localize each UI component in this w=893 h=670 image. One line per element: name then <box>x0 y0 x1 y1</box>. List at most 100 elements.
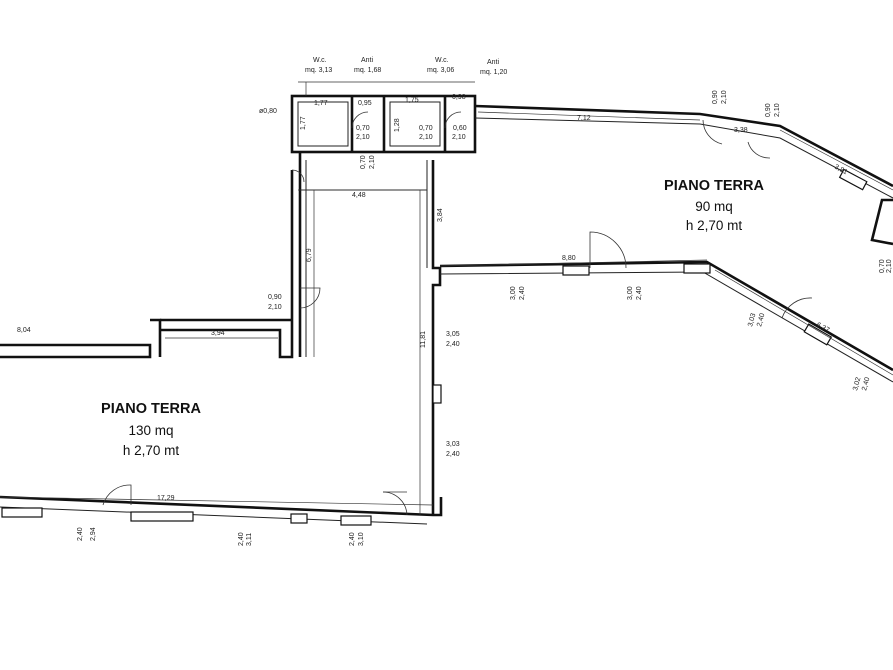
area-right-height: h 2,70 mt <box>686 218 743 233</box>
anti2-name: Anti <box>487 59 500 66</box>
dimension-texts: 1,77 0,95 1,75 0,98 ø0,80 1,77 0,70 2,10… <box>17 90 893 546</box>
dim-text: 2,40 <box>238 532 245 546</box>
wc2-inner <box>389 101 441 147</box>
wc1-area: mq. 3,13 <box>305 67 332 74</box>
dim-text: 2,10 <box>268 304 282 311</box>
dim-text: ø0,80 <box>259 108 277 115</box>
dim-text: 3,11 <box>246 533 253 546</box>
area-right-name: PIANO TERRA <box>664 178 764 194</box>
window <box>432 384 442 404</box>
door-arc <box>351 111 369 129</box>
dim-text: 3,05 <box>446 331 460 338</box>
dim-text: 3,94 <box>211 330 225 337</box>
dim-text: 2,10 <box>774 103 781 117</box>
dim-text: 2,10 <box>886 259 893 273</box>
dim-text: 0,70 <box>419 125 433 132</box>
dim-text: 2,10 <box>369 155 376 169</box>
room-labels: W.c. mq. 3,13 Anti mq. 1,68 W.c. mq. 3,0… <box>305 57 507 76</box>
dim-text: 2,94 <box>90 527 97 541</box>
dim-text: 1,77 <box>300 116 307 130</box>
dim-text: 2,10 <box>452 134 466 141</box>
dim-text: 0,90 <box>268 294 282 301</box>
door-arc <box>702 119 723 145</box>
wc1-name: W.c. <box>313 57 327 64</box>
dim-text: 2,10 <box>419 134 433 141</box>
dim-text: 2,40 <box>446 451 460 458</box>
door-arc <box>589 231 627 269</box>
dim-text: 0,70 <box>360 155 367 169</box>
dim-text: 1,28 <box>394 118 401 132</box>
anti2-area: mq. 1,20 <box>480 69 507 76</box>
right-end-wall <box>870 198 893 246</box>
dim-text: 11,81 <box>420 331 427 348</box>
dimension-lines <box>0 81 893 515</box>
top-outer-wall-inner <box>474 117 893 199</box>
window <box>290 513 308 524</box>
window <box>1 507 43 518</box>
dim-text: 8,04 <box>17 327 31 334</box>
door-arc <box>299 287 321 309</box>
anti1-name: Anti <box>361 57 374 64</box>
window <box>562 265 590 276</box>
doors <box>102 111 813 516</box>
dim-text: 2,40 <box>77 527 84 541</box>
dim-text: 0,70 <box>879 259 886 273</box>
area-right-size: 90 mq <box>695 199 733 214</box>
dim-text: 2,40 <box>636 286 643 300</box>
wc2-name: W.c. <box>435 57 449 64</box>
dim-text: 2,40 <box>349 532 356 546</box>
anti1-area: mq. 1,68 <box>354 67 381 74</box>
window <box>683 263 711 274</box>
dim-text: 1,77 <box>314 100 328 107</box>
dim-text: 3,03 <box>446 441 460 448</box>
dim-text: 0,90 <box>765 103 772 117</box>
dim-text: 0,98 <box>452 94 466 101</box>
door-arc <box>102 484 132 506</box>
dim-text: 2,40 <box>861 376 871 391</box>
dim-text: 3,03 <box>747 312 757 327</box>
dim-line <box>779 129 893 191</box>
door-arc <box>444 111 462 129</box>
corridor-inner-wall <box>160 170 294 359</box>
corridor-left-jamb <box>150 318 162 357</box>
dim-text: 2,40 <box>519 286 526 300</box>
dim-text: 6,79 <box>306 248 313 262</box>
door-arc <box>781 297 813 319</box>
area-label-left: PIANO TERRA 130 mq h 2,70 mt <box>101 401 201 458</box>
dim-text: 2,10 <box>356 134 370 141</box>
door-arc <box>382 491 408 516</box>
dim-text: 3,84 <box>437 208 444 222</box>
dim-text: 3,10 <box>358 532 365 546</box>
dim-text: 3,38 <box>734 127 748 134</box>
area-left-name: PIANO TERRA <box>101 401 201 417</box>
windows <box>1 168 868 526</box>
window <box>340 515 372 526</box>
area-label-right: PIANO TERRA 90 mq h 2,70 mt <box>664 178 764 233</box>
door-arc <box>747 141 771 159</box>
dim-line <box>439 259 708 267</box>
area-left-size: 130 mq <box>128 423 173 438</box>
left-corridor-wall <box>0 343 152 359</box>
dim-text: 3,00 <box>510 286 517 300</box>
right-hall-lower-wall <box>439 260 893 372</box>
dim-text: 3,02 <box>852 376 862 391</box>
dim-text: 8,80 <box>562 255 576 262</box>
dim-text: 1,75 <box>405 97 419 104</box>
window <box>130 511 194 522</box>
dim-text: 0,60 <box>453 125 467 132</box>
wc1-inner <box>297 101 349 147</box>
dim-text: 17,29 <box>157 495 175 502</box>
dim-text: 2,40 <box>756 312 766 327</box>
dim-text: 7,12 <box>577 115 591 122</box>
door-arc <box>291 169 305 183</box>
dim-text: 0,95 <box>358 100 372 107</box>
hall-partition-wall <box>431 160 442 515</box>
dim-text: 0,90 <box>712 90 719 104</box>
bottom-facade-wall <box>0 495 443 517</box>
top-outer-wall <box>474 104 893 188</box>
dim-line <box>0 496 434 506</box>
dim-text: 3,00 <box>627 286 634 300</box>
dim-text: 2,10 <box>721 90 728 104</box>
area-left-height: h 2,70 mt <box>123 443 180 458</box>
